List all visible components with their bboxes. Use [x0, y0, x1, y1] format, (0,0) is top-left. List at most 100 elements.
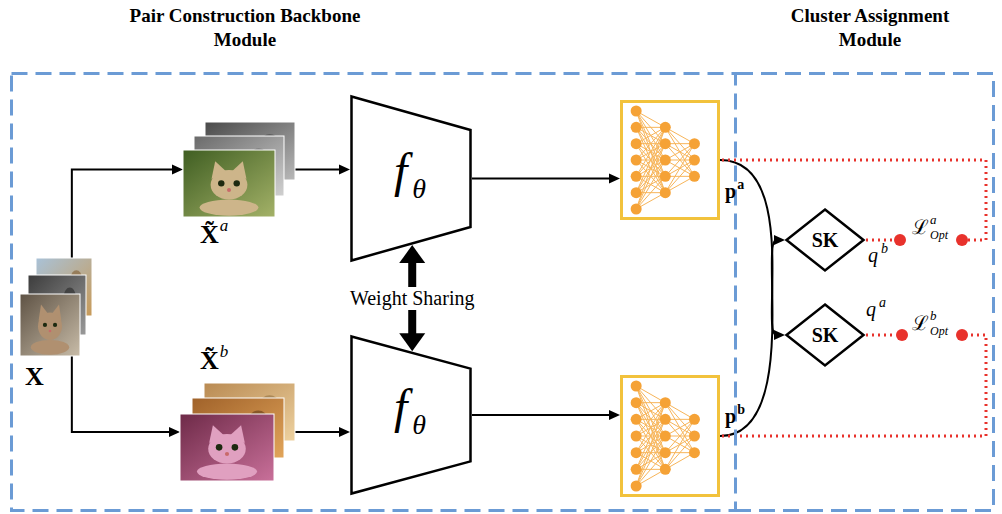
neuron — [631, 171, 642, 182]
node-label: f — [394, 379, 407, 434]
trapezoid-outline — [352, 97, 471, 261]
neuron — [631, 397, 642, 408]
dashed-border — [12, 74, 736, 511]
neuron — [660, 155, 671, 166]
photo — [183, 150, 275, 217]
cat-nose — [225, 452, 229, 456]
neuron — [631, 155, 642, 166]
neuron-link — [636, 127, 665, 209]
loss-label: ℒ — [912, 312, 929, 335]
neuron — [660, 464, 671, 475]
math-index: θ — [412, 173, 426, 205]
math-index: a — [879, 295, 886, 311]
photo — [180, 414, 274, 481]
connector-line — [472, 178, 611, 180]
diamond-outline — [787, 305, 864, 366]
cat-eye — [43, 323, 47, 327]
connector — [72, 165, 183, 259]
image-stack-art — [180, 383, 295, 481]
connector — [720, 235, 785, 436]
arrowhead — [399, 333, 425, 351]
cat-eye — [234, 180, 240, 186]
math-index: Opt — [930, 229, 948, 243]
neuron — [631, 431, 642, 442]
neuron — [631, 464, 642, 475]
cat-eye — [232, 444, 239, 451]
connector-line — [720, 240, 776, 436]
neuron — [631, 204, 642, 215]
node-label: X̃ — [200, 346, 219, 376]
neuron-link — [636, 160, 665, 209]
arrowhead — [609, 410, 620, 420]
loss-label: q — [866, 298, 876, 321]
neuron — [689, 155, 700, 166]
encoder-trapezoid: fθ — [350, 335, 472, 495]
connector — [295, 165, 350, 175]
trapezoid-shape — [350, 95, 472, 262]
math-index: a — [737, 177, 744, 193]
math-index: b — [881, 241, 888, 257]
neuron — [631, 414, 642, 425]
node-label: Cluster Assignment Module — [770, 4, 970, 52]
connector — [295, 427, 350, 437]
neuron — [631, 122, 642, 133]
arrowhead — [172, 165, 183, 175]
neuron — [660, 397, 671, 408]
connector-line — [72, 356, 171, 432]
math-index: b — [220, 342, 229, 362]
dotted-wire — [866, 334, 896, 337]
math-index: a — [930, 213, 937, 228]
math-index: θ — [412, 409, 426, 441]
arrowhead — [399, 245, 425, 263]
module-region: Cluster Assignment ModuleSKSK — [737, 72, 995, 512]
cat-nose — [227, 188, 231, 192]
neuron-link — [636, 111, 665, 193]
neuron — [631, 447, 642, 458]
node-label: Pair Construction Backbone Module — [110, 4, 380, 52]
red-dot — [896, 329, 908, 341]
neuron — [660, 171, 671, 182]
loss-label: ℒ — [912, 216, 929, 239]
connector — [720, 160, 785, 340]
node-label: SK — [812, 324, 839, 347]
connector-line — [472, 414, 611, 416]
node-label: p — [725, 405, 736, 428]
encoder-trapezoid: fθ — [350, 95, 472, 262]
sinkhorn-diamond: SK — [785, 303, 865, 367]
neuron — [689, 447, 700, 458]
trapezoid-shape — [350, 335, 472, 495]
neuron — [660, 447, 671, 458]
connector — [72, 356, 180, 437]
node-label: p — [725, 180, 736, 203]
neuron-link — [636, 403, 665, 486]
projection-head: pb — [620, 375, 720, 497]
dashed-region — [737, 72, 995, 512]
neuron — [689, 138, 700, 149]
sinkhorn-diamond: SK — [785, 208, 865, 272]
cat-eye — [53, 323, 57, 327]
image-stack-art — [20, 258, 92, 356]
neuron — [660, 414, 671, 425]
node-label: X̃ — [200, 220, 219, 250]
network-art — [623, 103, 717, 217]
connector-line — [295, 169, 341, 171]
image-stack-art — [183, 122, 295, 217]
node-label: X — [25, 362, 44, 392]
arrowhead — [774, 330, 785, 340]
cat-eye — [218, 180, 224, 186]
red-dot — [894, 234, 906, 246]
math-index: b — [930, 309, 937, 324]
math-index: a — [220, 216, 229, 236]
math-index: Opt — [930, 325, 948, 339]
connector-line — [720, 160, 776, 335]
loss-label: q — [868, 244, 878, 267]
connector — [472, 174, 620, 184]
diamond-outline — [787, 210, 864, 271]
connector-line — [72, 170, 174, 259]
image-stack: X — [20, 258, 92, 356]
edge-label: Weight Sharing — [346, 287, 478, 310]
cat-body — [200, 200, 259, 216]
